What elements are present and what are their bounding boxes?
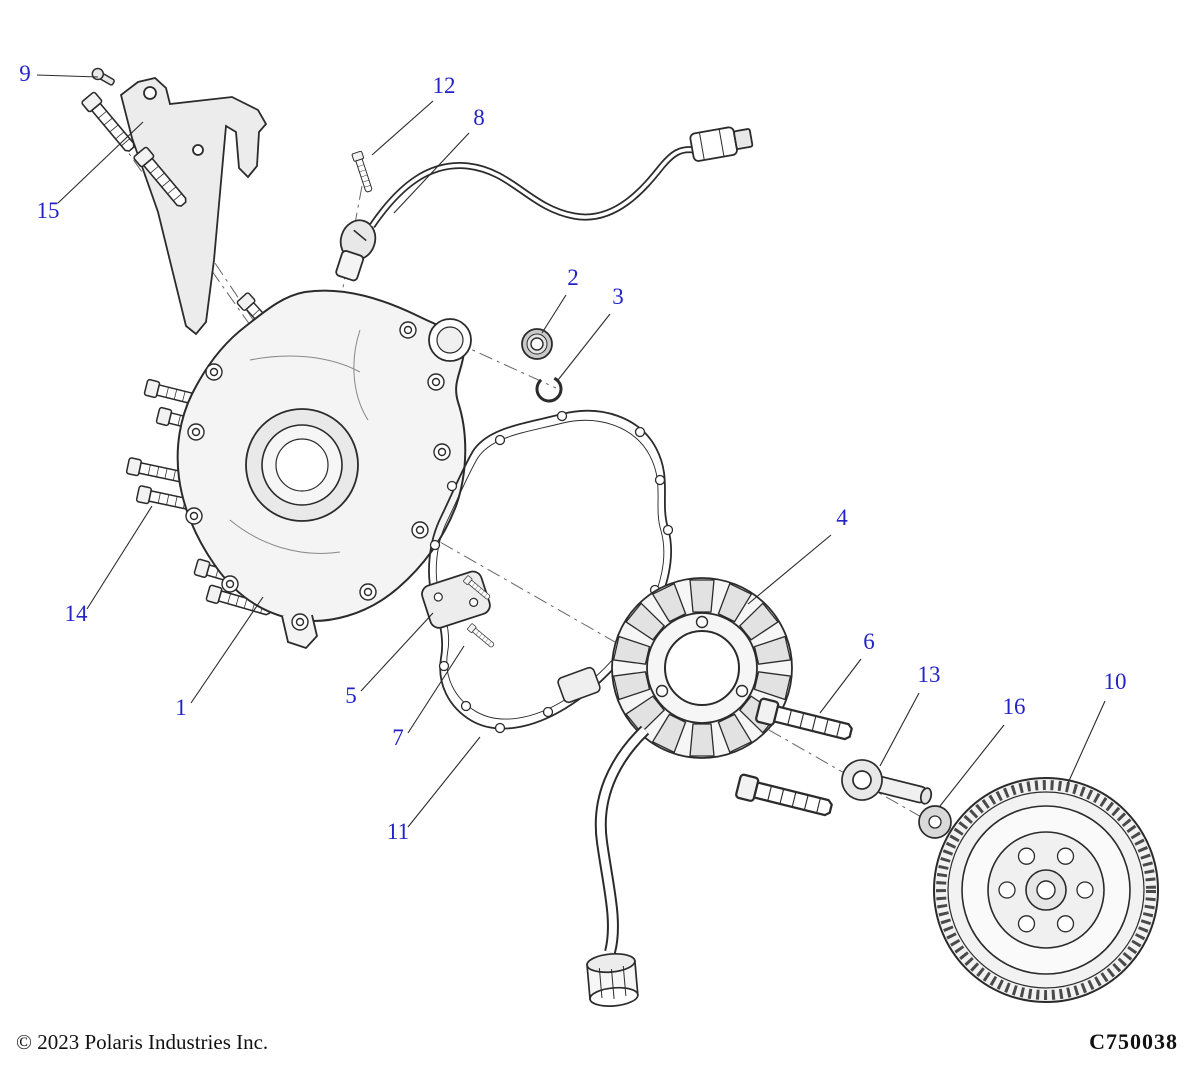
callout-leader-11 (407, 736, 481, 828)
inner-plate (421, 570, 491, 629)
callout-number-3: 3 (612, 284, 624, 309)
callout-number-5: 5 (345, 683, 357, 708)
callout-leader-2 (541, 294, 567, 334)
callout-number-10: 10 (1104, 669, 1127, 694)
copyright-text: © 2023 Polaris Industries Inc. (16, 1030, 269, 1054)
callout-number-1: 1 (175, 695, 187, 720)
sensor-cable (369, 146, 695, 228)
callout-leader-9 (36, 74, 99, 78)
callout-leader-1 (190, 596, 264, 704)
callout-number-7: 7 (392, 725, 404, 750)
callout-number-15: 15 (37, 198, 60, 223)
washer-16 (918, 805, 952, 839)
callout-leader-8 (393, 132, 470, 214)
flywheel (933, 777, 1159, 1003)
callout-leader-4 (747, 534, 832, 605)
stator-cover (176, 289, 472, 650)
callout-number-6: 6 (863, 629, 875, 654)
callout-number-2: 2 (567, 265, 579, 290)
callout-leader-15 (57, 121, 144, 204)
callout-leader-12 (371, 100, 434, 156)
callout-number-16: 16 (1003, 694, 1026, 719)
callout-number-4: 4 (836, 505, 848, 530)
callout-number-9: 9 (19, 61, 31, 86)
callout-leader-3 (557, 313, 611, 381)
callout-leader-10 (1067, 700, 1106, 784)
callout-number-11: 11 (387, 819, 409, 844)
mounting-bracket (119, 77, 268, 336)
stator (611, 577, 793, 759)
stator-wire (557, 666, 650, 954)
callout-leader-6 (819, 658, 862, 714)
callout-number-13: 13 (918, 662, 941, 687)
callout-number-8: 8 (473, 105, 485, 130)
sensor-screw (351, 150, 375, 194)
washer-2 (521, 328, 553, 360)
callout-leader-7 (407, 645, 465, 734)
sensor-connector (689, 126, 754, 162)
spacer (841, 759, 933, 805)
snap-ring (535, 375, 563, 403)
drawing-code: C750038 (1089, 1029, 1178, 1054)
callout-leader-14 (86, 505, 153, 610)
callout-leader-5 (360, 612, 434, 692)
callout-leader-13 (879, 692, 920, 767)
stator-connector (586, 952, 639, 1007)
callout-number-12: 12 (433, 73, 456, 98)
callout-leader-16 (939, 724, 1005, 807)
callout-number-14: 14 (65, 601, 89, 626)
crank-sensor (335, 219, 377, 282)
